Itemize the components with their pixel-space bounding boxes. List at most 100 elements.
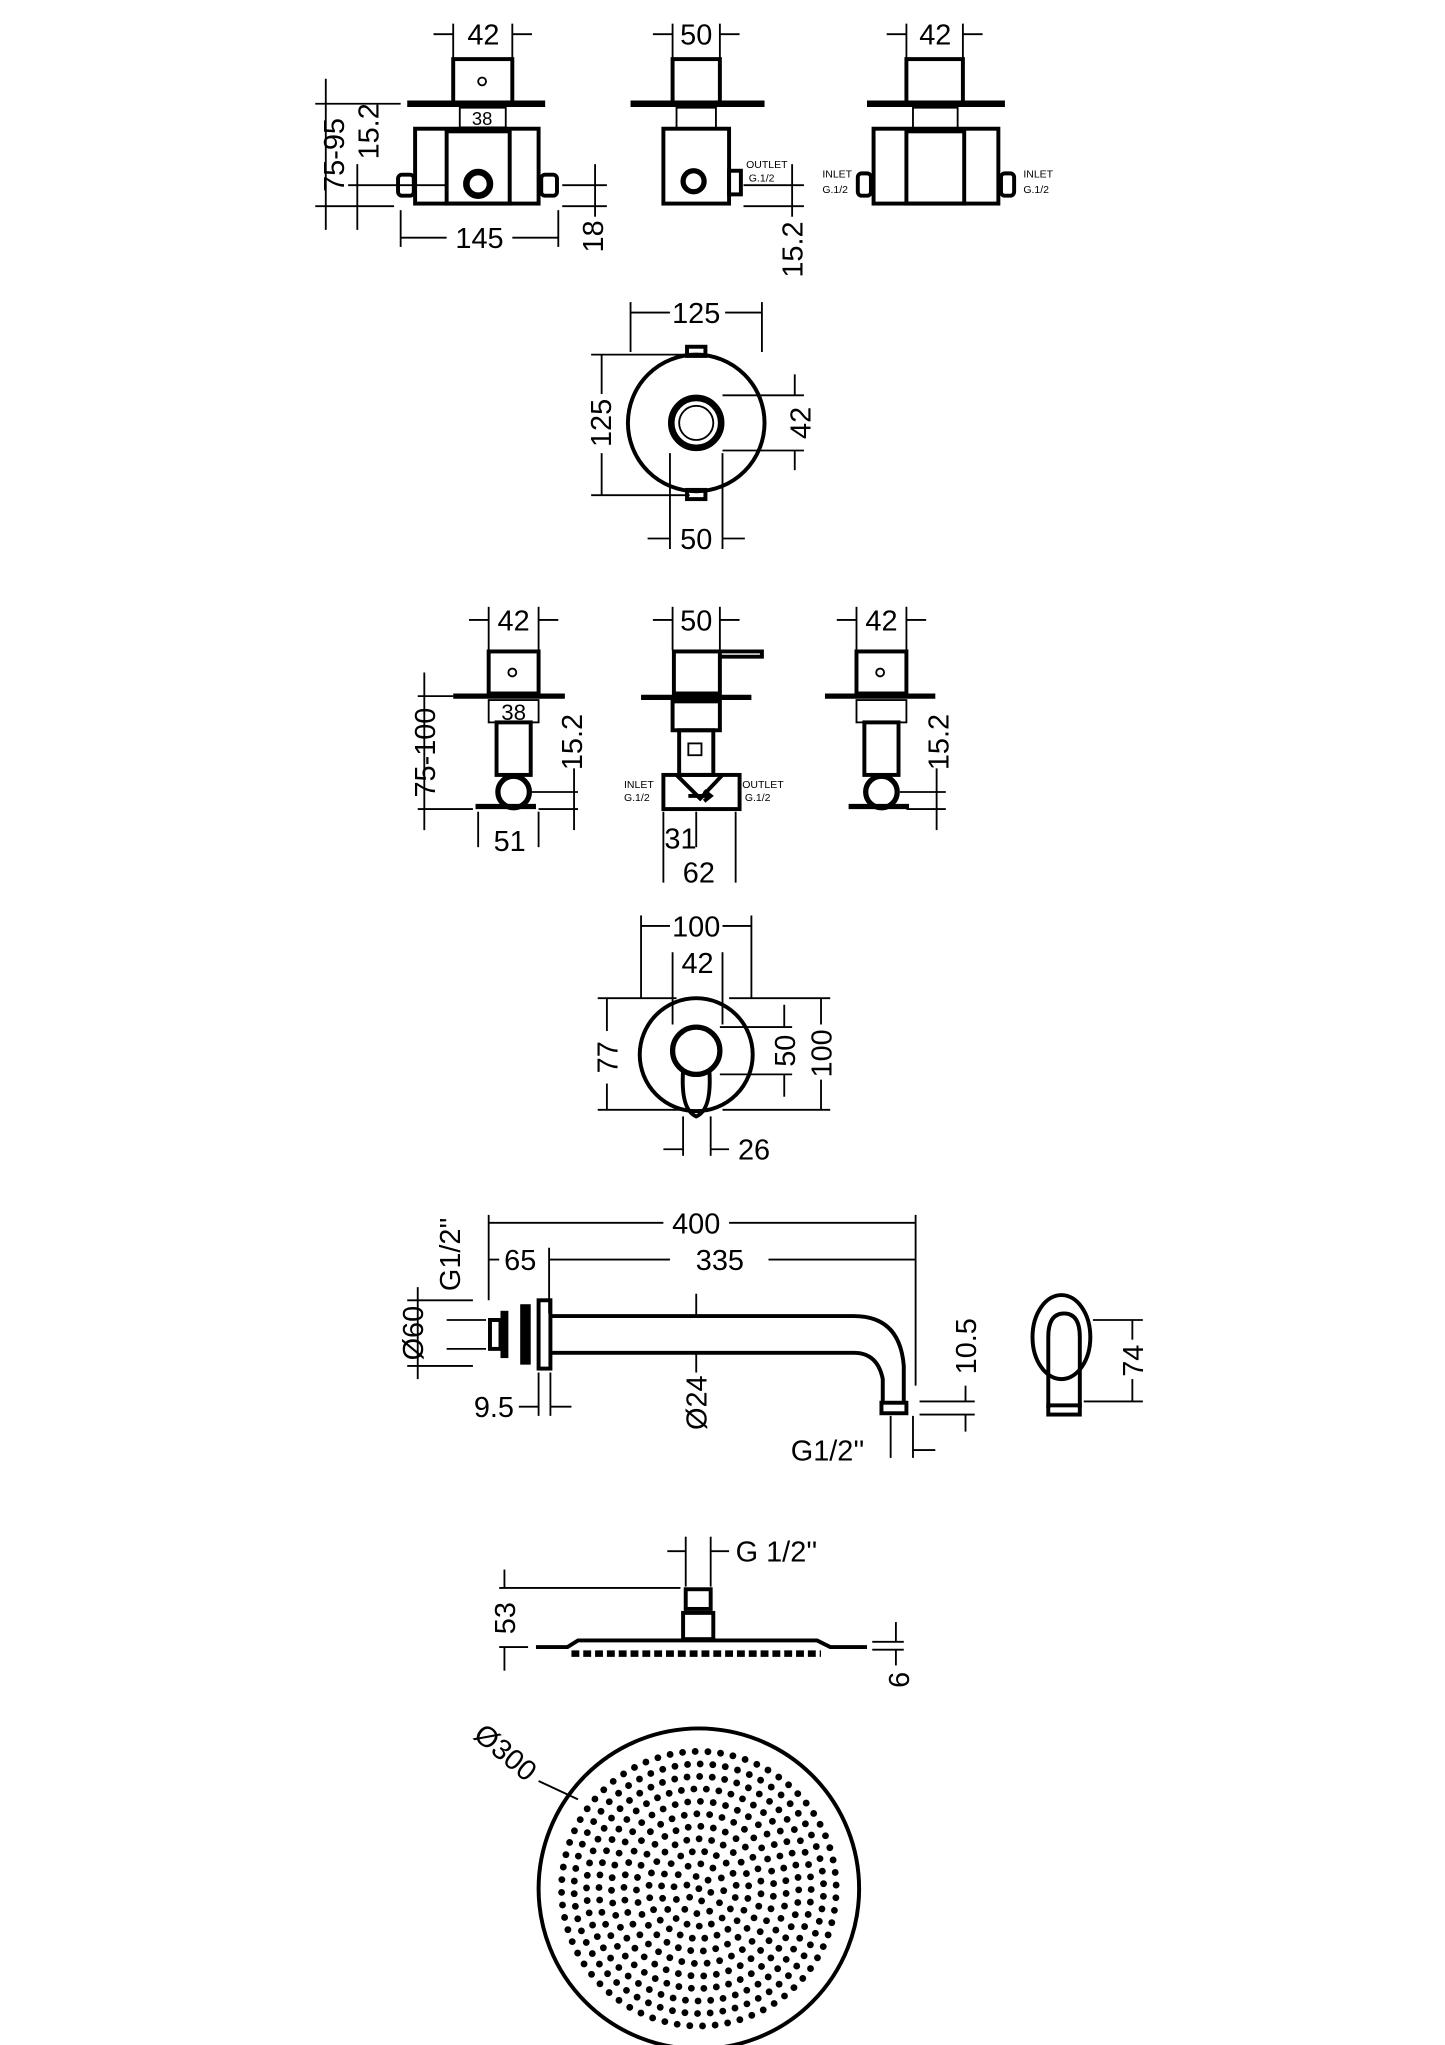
nozzle-dot — [691, 1748, 699, 1755]
nozzle-dot — [742, 1870, 750, 1878]
nozzle-dot — [721, 1763, 729, 1771]
nozzle-dot — [623, 1816, 631, 1823]
nozzle-dot — [805, 1861, 812, 1868]
dim-width: 42 — [467, 20, 499, 52]
nozzle-dot — [793, 1962, 801, 1970]
nozzle-dot — [750, 1914, 758, 1922]
nozzle-dot — [574, 1949, 582, 1957]
nozzle-dot — [596, 1871, 604, 1879]
nozzle-dot — [760, 1809, 767, 1816]
dim-half-body: 31 — [664, 823, 696, 855]
nozzle-dot — [647, 1770, 655, 1777]
nozzle-dot — [744, 1895, 752, 1902]
nozzle-dot — [629, 1828, 637, 1836]
nozzle-dot — [630, 1847, 638, 1855]
nozzle-dot — [623, 1934, 631, 1942]
nozzle-dot — [745, 1882, 753, 1890]
nozzle-dot — [624, 1972, 632, 1980]
nozzle-dot — [783, 1815, 791, 1823]
nozzle-dot — [744, 1813, 752, 1821]
nozzle-dot — [586, 1859, 593, 1867]
dim-knob-width: 42 — [681, 948, 713, 980]
nozzle-dot — [711, 2021, 719, 2029]
nozzle-dot — [767, 1783, 775, 1791]
nozzle-dot — [574, 1915, 582, 1923]
nozzle-dot — [697, 1797, 704, 1805]
nozzle-dot — [682, 1996, 689, 2004]
nozzle-dot — [811, 1929, 819, 1937]
nozzle-dot — [613, 1942, 621, 1950]
nozzle-dot — [597, 1807, 605, 1815]
nozzle-dot — [617, 1923, 624, 1931]
nozzle-dot — [656, 2003, 664, 2011]
nozzle-dot — [756, 1928, 764, 1936]
nozzle-dot — [785, 1781, 792, 1789]
nozzle-dot — [645, 1881, 653, 1889]
nozzle-dot — [707, 1888, 715, 1896]
nozzle-dot — [734, 1933, 742, 1941]
nozzle-dot — [748, 2011, 756, 2019]
inlet-left-thread: G.1/2 — [822, 184, 848, 196]
nozzle-dot — [743, 2000, 751, 2008]
nozzle-dot — [829, 1856, 837, 1864]
nozzle-dot — [665, 1925, 673, 1933]
dim-thread: G 1/2'' — [736, 1537, 818, 1569]
nozzle-dot — [792, 1861, 800, 1869]
nozzle-dot — [637, 1861, 645, 1869]
nozzle-dot — [588, 1970, 595, 1978]
nozzle-dot — [688, 1848, 696, 1856]
nozzle-dot — [596, 1980, 604, 1988]
nozzle-dot — [676, 1931, 684, 1939]
nozzle-dot — [684, 1823, 692, 1831]
nozzle-dot — [677, 1852, 685, 1860]
nozzle-dot — [717, 1749, 724, 1757]
nozzle-dot — [782, 1934, 790, 1942]
nozzle-dot — [724, 1940, 731, 1948]
nozzle-dot — [643, 1850, 651, 1858]
nozzle-dot — [749, 1853, 757, 1861]
nozzle-dot — [704, 1748, 712, 1756]
nozzle-dot — [737, 1858, 745, 1866]
nozzle-dot — [725, 1967, 732, 1975]
nozzle-dot — [559, 1901, 566, 1909]
dim-width: 42 — [498, 605, 530, 637]
dim-flange-dia: Ø60 — [398, 1306, 430, 1361]
nozzle-dot — [722, 1859, 730, 1867]
nozzle-dot — [574, 1852, 582, 1860]
nozzle-dot — [582, 1939, 590, 1946]
nozzle-dot — [741, 1843, 749, 1851]
dim-base-width: 51 — [494, 826, 526, 858]
nozzle-dot — [640, 1968, 648, 1976]
nozzle-dot — [649, 2014, 657, 2022]
nozzle-dot — [585, 1909, 593, 1917]
nozzle-dot — [656, 1916, 664, 1924]
nozzle-dot — [754, 1994, 762, 2002]
nozzle-dot — [729, 1869, 737, 1877]
nozzle-dot — [588, 1950, 596, 1958]
nozzle-dot — [697, 1860, 705, 1868]
nozzle-dot — [635, 1979, 642, 1987]
nozzle-dot — [571, 1827, 578, 1835]
nozzle-dot — [706, 2009, 714, 2017]
nozzle-dot — [782, 1955, 790, 1963]
nozzle-dot — [600, 1786, 608, 1794]
nozzle-dot — [701, 1848, 709, 1856]
outlet-label: OUTLET — [742, 779, 784, 791]
nozzle-dot — [605, 1989, 613, 1997]
nozzle-dot — [782, 1877, 790, 1885]
nozzle-dot — [816, 1820, 824, 1828]
nozzle-dot — [708, 1837, 716, 1844]
diverter-side-view-right: 42 15.2 — [824, 605, 955, 831]
nozzle-dot — [583, 1805, 591, 1813]
nozzle-dot — [632, 1807, 640, 1815]
nozzle-dot — [759, 2006, 767, 2014]
nozzle-dot — [820, 1880, 827, 1888]
nozzle-dot — [609, 1777, 617, 1785]
dim-lever-width: 26 — [738, 1135, 770, 1167]
nozzle-dot — [768, 1867, 776, 1875]
nozzle-dot — [663, 1979, 671, 1987]
nozzle-dot — [738, 1946, 746, 1954]
nozzle-dot — [741, 1825, 748, 1833]
nozzle-dot — [623, 1986, 630, 1994]
inlet-left-label: INLET — [822, 168, 852, 180]
